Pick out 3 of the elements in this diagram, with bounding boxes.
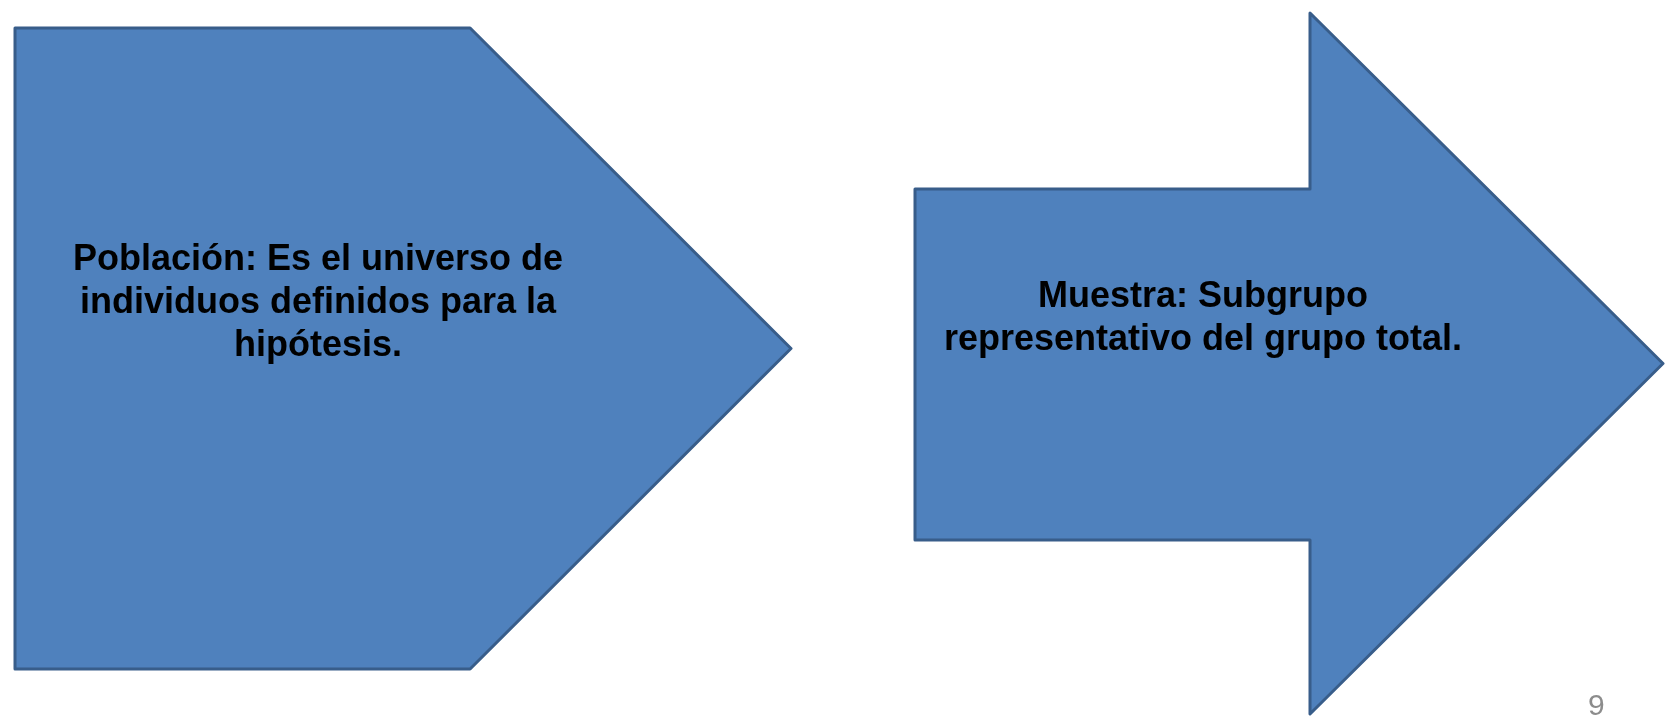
page-number: 9 xyxy=(1588,690,1605,719)
node-text: Población: Es el universo de individuos definidos para la hipótesis. xyxy=(71,236,565,365)
node-text: Muestra: Subgrupo representativo del grupo total. xyxy=(943,273,1463,359)
